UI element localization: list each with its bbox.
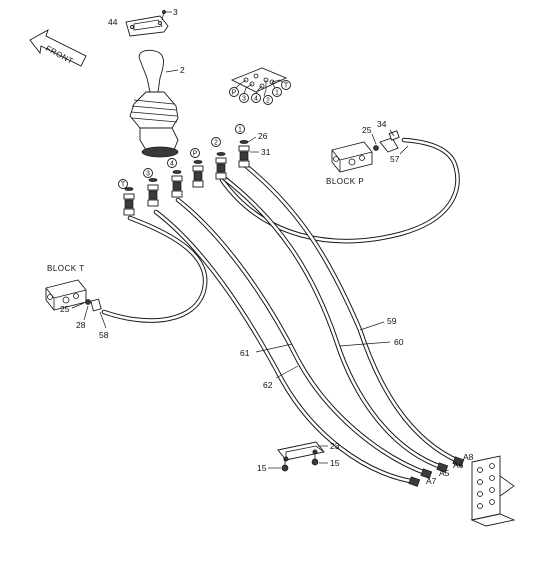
- fitting-port-2: [215, 152, 227, 180]
- port-label-a8: A8: [463, 452, 474, 462]
- port-circle-3: 3: [143, 168, 153, 178]
- callout-28: 28: [76, 320, 86, 330]
- port-diagram-circle-p: P: [229, 87, 239, 97]
- port-diagram-circle-3: 3: [239, 93, 249, 103]
- port-bracket: [470, 455, 516, 527]
- front-arrow: FRONT: [29, 29, 87, 67]
- callout-62: 62: [263, 380, 273, 390]
- svg-text:1: 1: [238, 127, 242, 134]
- port-diagram-circle-t: T: [281, 80, 291, 90]
- block-t: [45, 279, 102, 312]
- port-label-a6: A6: [453, 460, 464, 470]
- hose-clamp: [277, 441, 325, 472]
- port-circle-4: 4: [167, 158, 177, 168]
- callout-34: 34: [377, 119, 387, 129]
- joystick-lever: [129, 49, 179, 158]
- block-t-label: BLOCK T: [47, 264, 85, 273]
- svg-text:T: T: [121, 182, 126, 189]
- fitting-port-t: [123, 187, 135, 216]
- port-diagram-circle-4: 4: [251, 93, 261, 103]
- callout-23: 23: [330, 441, 340, 451]
- svg-text:2: 2: [214, 140, 218, 147]
- block-p: [331, 130, 400, 173]
- hose-end-fittings: [408, 456, 465, 487]
- fitting-port-3: [147, 178, 159, 207]
- port-label-a7: A7: [426, 476, 437, 486]
- svg-text:1: 1: [275, 90, 279, 97]
- port-circle-p: P: [190, 148, 200, 158]
- svg-text:2: 2: [266, 98, 270, 105]
- callout-3: 3: [173, 7, 178, 17]
- callout-31: 31: [261, 147, 271, 157]
- svg-text:T: T: [284, 83, 289, 90]
- hose-58: [101, 215, 208, 323]
- port-circle-2: 2: [211, 137, 221, 147]
- svg-text:4: 4: [254, 96, 258, 103]
- svg-text:P: P: [232, 90, 237, 97]
- fitting-port-1: [238, 140, 250, 168]
- svg-text:3: 3: [242, 96, 246, 103]
- callout-57: 57: [390, 154, 400, 164]
- fitting-port-p: [192, 160, 204, 188]
- port-diagram-circle-2: 2: [263, 95, 273, 105]
- callout-15-left: 15: [257, 463, 267, 473]
- callout-44: 44: [108, 17, 118, 27]
- callout-59: 59: [387, 316, 397, 326]
- callout-60: 60: [394, 337, 404, 347]
- callout-58: 58: [99, 330, 109, 340]
- svg-text:4: 4: [170, 161, 174, 168]
- fitting-port-4: [171, 170, 183, 198]
- svg-text:3: 3: [146, 171, 150, 178]
- callout-25-right: 25: [362, 125, 372, 135]
- callout-25-left: 25: [60, 304, 70, 314]
- port-diagram-circle-1: 1: [272, 87, 282, 97]
- callout-15-right: 15: [330, 458, 340, 468]
- port-circle-1: 1: [235, 124, 245, 134]
- block-p-label: BLOCK P: [326, 177, 364, 186]
- callout-2: 2: [180, 65, 185, 75]
- port-label-a5: A5: [439, 468, 450, 478]
- gasket-plate: [125, 10, 172, 37]
- svg-text:P: P: [193, 151, 198, 158]
- callout-26: 26: [258, 131, 268, 141]
- port-circle-t: T: [118, 179, 128, 189]
- callout-61: 61: [240, 348, 250, 358]
